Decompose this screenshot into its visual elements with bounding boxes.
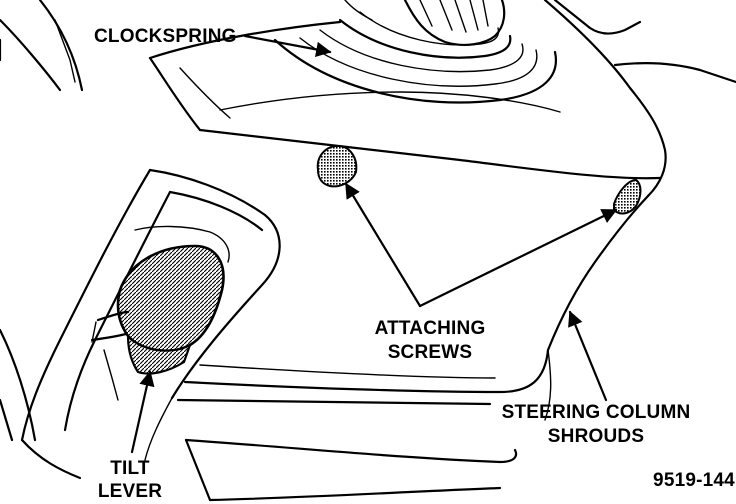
shrouds-label-line1: STEERING COLUMN: [502, 402, 691, 423]
leader-shrouds: [568, 310, 608, 402]
attaching-screws-label-line2: SCREWS: [388, 342, 473, 363]
attaching-screw-right: [613, 178, 642, 215]
leader-clockspring: [243, 34, 332, 58]
attaching-screw-left: [316, 144, 358, 188]
clockspring-label: CLOCKSPRING: [94, 26, 237, 47]
tilt-lever-label-line1: TILT: [110, 458, 150, 479]
leader-tilt-lever: [130, 370, 155, 454]
tilt-lever-label-line2: LEVER: [98, 481, 162, 502]
tilt-lever: [90, 244, 225, 401]
shrouds-label-line2: SHROUDS: [548, 426, 644, 447]
column-cover-left: [0, 0, 281, 480]
lower-shroud: [176, 348, 552, 502]
attaching-screws-label-line1: ATTACHING: [375, 318, 486, 339]
figure-number: 9519-144: [653, 470, 735, 491]
clockspring: [273, 0, 557, 104]
leader-screws: [344, 182, 618, 308]
upper-shroud: [148, 0, 736, 352]
